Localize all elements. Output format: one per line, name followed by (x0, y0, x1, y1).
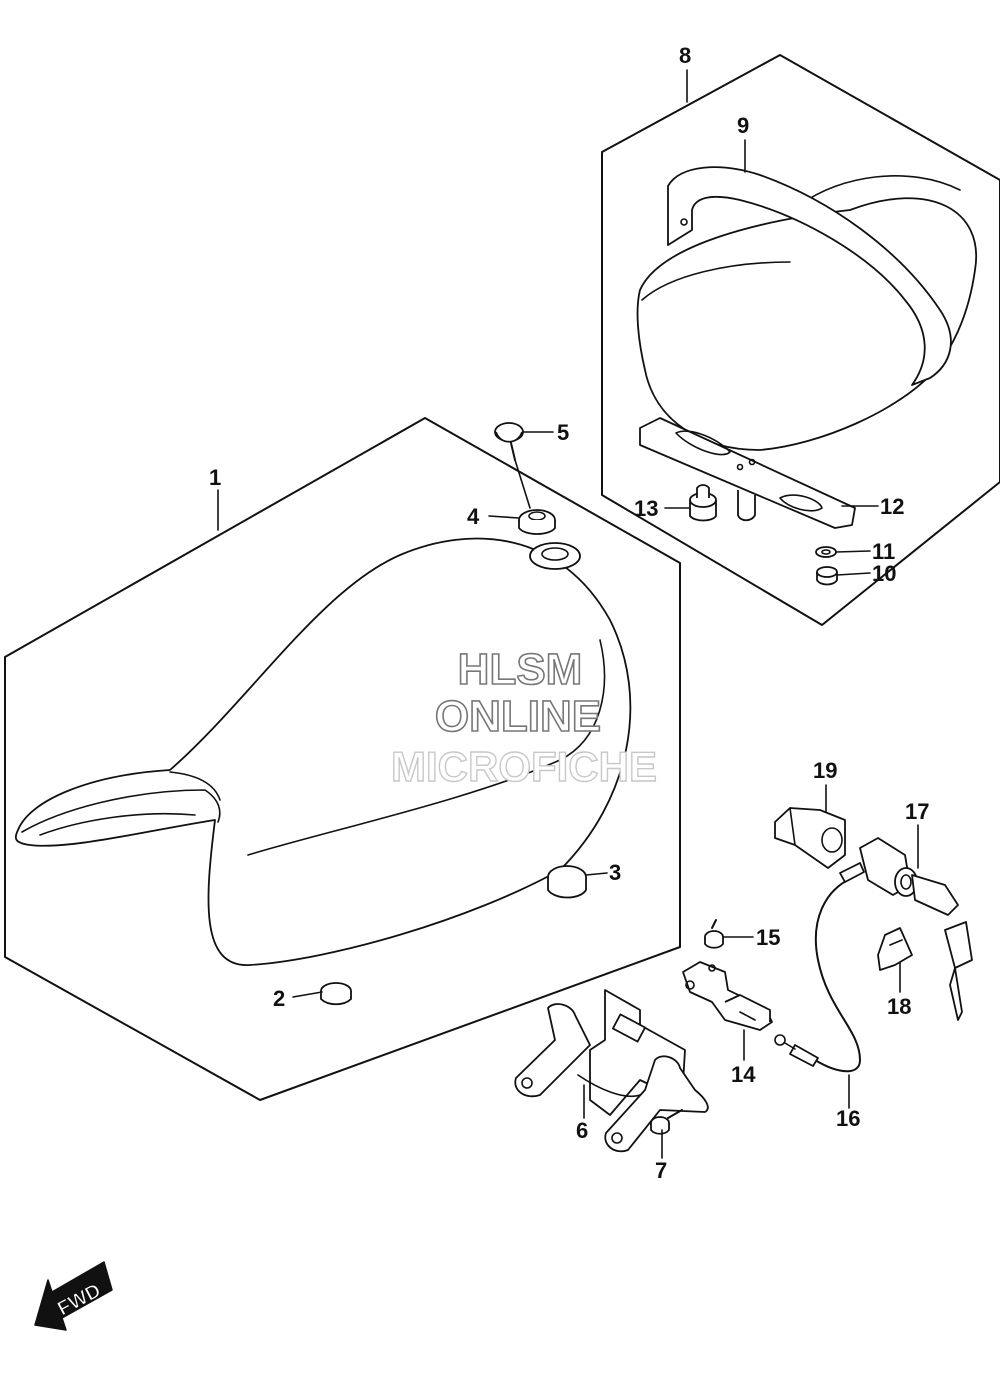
part-6-hinge-bracket (514, 989, 709, 1153)
part-5-leader (514, 459, 531, 509)
part-10-nut (816, 566, 838, 586)
part-17-lock-keys (859, 837, 973, 1021)
callout-10: 10 (872, 561, 896, 586)
callout-12: 12 (880, 494, 904, 519)
callout-1: 1 (209, 465, 221, 490)
fwd-arrow-icon (34, 1261, 113, 1331)
callout-13: 13 (634, 496, 658, 521)
callout-18: 18 (887, 994, 911, 1019)
callout-7: 7 (655, 1158, 667, 1183)
callout-5: 5 (557, 420, 569, 445)
part-14-latch (682, 961, 773, 1031)
callout-6: 6 (576, 1118, 588, 1143)
seat-drawing (14, 537, 632, 966)
callout-9: 9 (737, 113, 749, 138)
rear-seat-group-outline (601, 54, 1000, 626)
callout-17: 17 (905, 799, 929, 824)
watermark-line-2: ONLINE (435, 692, 601, 741)
callout-14: 14 (731, 1062, 756, 1087)
callout-15: 15 (756, 925, 780, 950)
leader-lines (217, 69, 919, 1159)
callouts: 1 2 3 4 5 6 7 8 9 10 11 12 13 14 15 16 1… (209, 43, 929, 1183)
fwd-arrow: FWD (34, 1261, 113, 1331)
part-4-grommet (518, 509, 556, 535)
watermark-line-1: HLSM (458, 645, 583, 694)
watermark: HLSM ONLINE MICROFICHE (390, 644, 657, 791)
part-18-clip (877, 927, 913, 971)
part-12-bracket (639, 417, 856, 529)
part-19-bracket (774, 807, 846, 869)
part-3-cushion (547, 865, 587, 899)
callout-3: 3 (609, 860, 621, 885)
callout-19: 19 (813, 758, 837, 783)
callout-8: 8 (679, 43, 691, 68)
part-15-bolt (704, 919, 724, 949)
part-13-damper (689, 484, 717, 522)
part-11-washer (815, 546, 837, 558)
part-9-grab-strap (667, 166, 952, 386)
part-7-bolt (650, 1109, 683, 1135)
callout-2: 2 (273, 986, 285, 1011)
part-16-cable (774, 862, 865, 1073)
callout-11: 11 (872, 539, 895, 564)
part-2-cushion (320, 982, 352, 1006)
part-5-pin (494, 422, 524, 461)
callout-4: 4 (467, 504, 480, 529)
watermark-line-3: MICROFICHE (391, 743, 657, 790)
callout-16: 16 (836, 1106, 860, 1131)
seat-hook-ring (529, 542, 581, 570)
seat-group-outline (4, 417, 681, 1101)
